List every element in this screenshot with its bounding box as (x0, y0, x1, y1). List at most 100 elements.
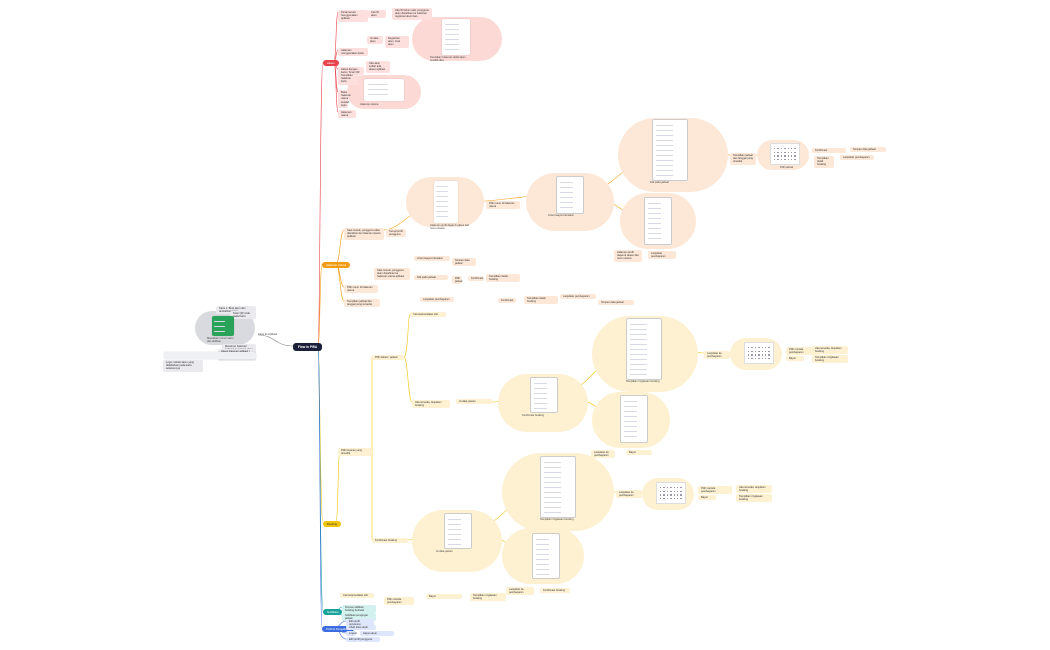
branch-teal[interactable]: Notifikasi (323, 609, 343, 615)
blue-node-0[interactable]: Edit profil pengguna (346, 619, 374, 628)
calendar-day-dot (663, 487, 665, 489)
screenshot-content-line (623, 426, 637, 428)
yellow-node-22[interactable]: Lanjutkan ke pembayaran (506, 587, 534, 596)
yellow-node-20[interactable]: Bayar (426, 594, 462, 600)
screenshot-content-line (623, 411, 637, 413)
orange-node-12[interactable]: Saat masuk, pengguna akan diarahkan ke h… (374, 268, 410, 280)
red-node-9[interactable]: Tampilkan halaman kartu (338, 73, 358, 85)
yellow-node-1[interactable]: Pilih dokter / jadwal (372, 355, 404, 361)
left-item-1[interactable]: Scan QR code pada Kartu (230, 311, 256, 320)
yellow-node-14[interactable]: Pilih metode pembayaran (698, 486, 732, 495)
screenshot-content-line (436, 196, 449, 198)
red-node-6[interactable]: Jika akun sudah ada, akses aplikasi (366, 61, 390, 73)
teal-node-0[interactable]: Terima notifikasi booking berhasil (342, 605, 376, 614)
calendar-day-dot (670, 494, 672, 496)
red-node-3[interactable]: Halaman menggunakan kartu (338, 48, 368, 57)
orange-node-6[interactable]: Tampilkan jadwal dan tanggal yang tersed… (730, 153, 756, 165)
root-node[interactable]: Flow in PWA (293, 343, 323, 351)
orange-node-3[interactable]: Pilih menu di halaman utama (486, 201, 520, 210)
calendar-day-dot (660, 487, 662, 489)
calendar-day-dot (787, 155, 789, 157)
orange-node-8[interactable]: Konfirmasi (812, 148, 846, 154)
teal-node-1[interactable]: Notifikasi pengingat jadwal (342, 613, 376, 622)
red-screenshot-2 (364, 79, 404, 101)
blue-node-1[interactable]: Ubah kata sandi (346, 625, 376, 631)
orange-node-13[interactable]: Lihat riwayat transaksi (414, 256, 450, 262)
yellow-node-9[interactable]: Bayar (786, 356, 804, 362)
orange-node-19[interactable]: Tampilkan detail booking (486, 274, 520, 283)
yellow-phone-3 (620, 395, 648, 443)
blue-node-2[interactable]: Logout (346, 631, 357, 637)
yellow-node-17[interactable]: Tampilkan ringkasan booking (736, 494, 772, 503)
yellow-node-19[interactable]: Pilih metode pembayaran (384, 597, 414, 606)
yellow-node-23[interactable]: Konfirmasi booking (540, 588, 570, 594)
screenshot-content-line (630, 349, 648, 351)
screenshot-content-line (368, 89, 388, 91)
screenshot-content-line (444, 29, 459, 31)
yellow-node-2[interactable]: Cek ketersediaan slot (410, 312, 446, 318)
orange-node-21[interactable]: Lanjutkan pembayaran (420, 297, 454, 303)
red-node-2[interactable]: Jika ID belum ada, pengguna akan diarahk… (392, 8, 432, 20)
red-node-8[interactable]: Akses dengan kartu / Scan QR (338, 67, 364, 76)
yellow-node-8[interactable]: Pilih metode pembayaran (786, 347, 820, 356)
blue-node-3[interactable]: Hapus akun (360, 631, 394, 637)
left-item-5[interactable]: Login melalui akun yang didaftarkan pada… (163, 360, 203, 372)
orange-node-1[interactable]: Tampil profil pengguna (386, 229, 406, 238)
branch-blue[interactable]: Profil & Pengaturan (322, 626, 355, 632)
blue-node-4[interactable]: Edit profil pengguna (346, 637, 380, 643)
yellow-node-7[interactable]: Lanjutkan ke pembayaran (704, 351, 730, 360)
screenshot-content-line (436, 216, 449, 218)
orange-node-20[interactable]: Tampilkan jadwal dan tanggal yang tersed… (344, 299, 380, 308)
orange-node-10[interactable]: Tampilkan detail booking (814, 156, 834, 168)
yellow-node-3[interactable]: Jika tersedia, lanjutkan booking (412, 400, 450, 409)
screenshot-content-line (647, 218, 661, 220)
orange-node-18[interactable]: Konfirmasi (468, 276, 484, 282)
orange-node-24[interactable]: Lanjutkan pembayaran (560, 294, 596, 300)
branch-red[interactable]: Akses (323, 60, 339, 66)
orange-node-22[interactable]: Konfirmasi (498, 298, 516, 304)
yellow-node-12[interactable]: Konfirmasi booking (372, 538, 408, 544)
connector-line (403, 356, 413, 403)
orange-node-25[interactable]: Simpan data jadwal (598, 300, 634, 306)
orange-node-11[interactable]: Lanjutkan pembayaran (840, 155, 874, 161)
yellow-node-24[interactable]: Lanjutkan ke pembayaran (591, 450, 615, 459)
orange-node-9[interactable]: Simpan data jadwal (850, 147, 886, 153)
yellow-node-15[interactable]: Bayar (698, 495, 716, 501)
red-node-0[interactable]: Pertama kali menggunakan aplikasi (338, 10, 368, 22)
yellow-node-18[interactable]: Cek ketersediaan slot (340, 593, 374, 599)
red-node-11[interactable]: Halaman utama (338, 110, 356, 119)
yellow-node-13[interactable]: Lanjutkan ke pembayaran (616, 490, 642, 499)
yellow-node-21[interactable]: Tampilkan ringkasan booking (470, 593, 506, 602)
calendar-day-dot (758, 350, 760, 352)
orange-node-27[interactable]: Lanjutkan pembayaran (648, 251, 676, 260)
yellow-node-10[interactable]: Jika tersedia, lanjutkan booking (812, 346, 848, 355)
yellow-node-4[interactable]: Isi data pasien (456, 399, 492, 405)
red-node-5[interactable]: Registrasi akun, buat akun (385, 36, 409, 48)
orange-node-0[interactable]: Saat masuk, pengguna akan diarahkan ke h… (344, 228, 384, 240)
yellow-node-0[interactable]: Pilih layanan yang tersedia (338, 448, 372, 457)
yellow-node-16[interactable]: Jika tersedia, lanjutkan booking (736, 485, 772, 494)
screenshot-content-line (535, 559, 549, 561)
orange-node-23[interactable]: Tampilkan detail booking (524, 296, 558, 305)
screenshot-content-line (630, 339, 648, 341)
branch-orange[interactable]: Halaman Utama (322, 262, 351, 268)
orange-node-14[interactable]: Simpan data jadwal (452, 258, 476, 267)
orange-node-17[interactable]: Pilih jadwal (452, 276, 462, 285)
yellow-node-11[interactable]: Tampilkan ringkasan booking (812, 355, 848, 364)
orange-node-26[interactable]: Halaman profil dapat di akses dari menu … (614, 250, 642, 262)
screenshot-content-line (559, 207, 573, 209)
branch-yellow[interactable]: Booking (323, 521, 342, 527)
calendar-day-dot (777, 155, 779, 157)
yellow-node-25[interactable]: Bayar (626, 450, 652, 456)
screenshot-content-line (656, 150, 674, 152)
red-node-10[interactable]: Buka halaman utama setelah login (338, 90, 351, 109)
left-item-0[interactable]: Kartu 1: Buat akun dan tambahkan kartu (216, 306, 256, 315)
orange-caption-phone-2: Klik pada jadwal (650, 181, 669, 184)
screenshot-content-line (535, 564, 549, 566)
orange-node-16[interactable]: Klik pada jadwal (414, 275, 448, 281)
red-node-4[interactable]: Isi data akun (367, 36, 383, 45)
red-node-1[interactable]: Cek ID akun (368, 10, 386, 19)
calendar-day-dot (754, 350, 757, 352)
orange-node-15[interactable]: Pilih menu di halaman utama (344, 285, 378, 294)
orange-caption-phone: Lihat riwayat transaksi (548, 214, 574, 217)
